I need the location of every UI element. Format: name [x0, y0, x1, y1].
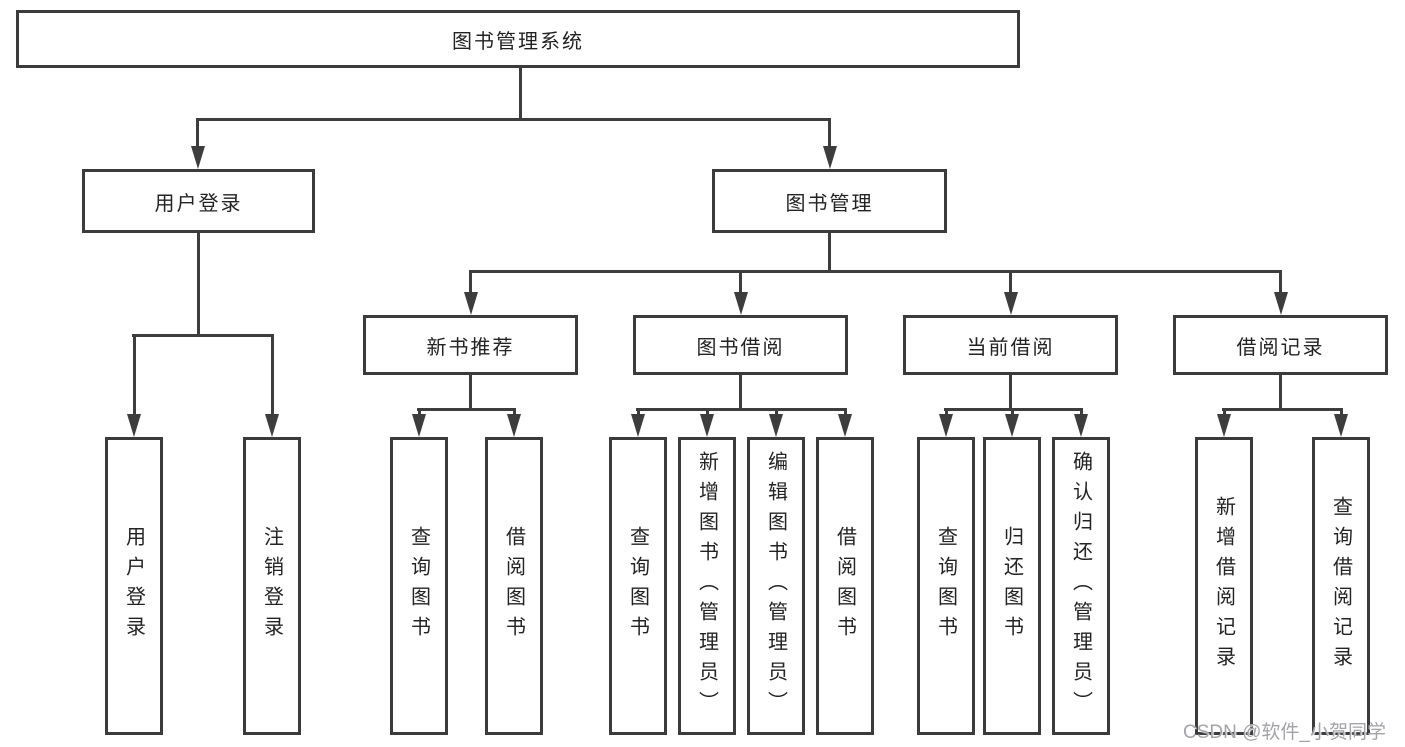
leaf-add-borrow-record: 新增借阅记录 — [1195, 437, 1253, 735]
arrow-down-icon — [464, 292, 478, 315]
connector-root-stem — [519, 66, 522, 120]
leaf-logout: 注销登录 — [243, 437, 301, 735]
arrow-down-icon — [1074, 414, 1088, 437]
arrow-down-icon — [939, 414, 953, 437]
arrow-down-icon — [191, 146, 205, 169]
connector-drop-module — [739, 270, 742, 296]
connector-drop-leaf — [1223, 408, 1226, 418]
leaf-add-book-admin: 新增图书（管理员） — [678, 437, 736, 735]
connector-leaf-rail — [636, 408, 847, 411]
connector-drop-leaf — [637, 408, 640, 418]
leaf-query-books: 查询图书 — [390, 437, 448, 735]
connector-drop-leaf — [418, 408, 421, 418]
arrow-down-icon — [127, 414, 141, 437]
leaf-label: 借阅图书 — [502, 526, 525, 646]
connector-level3-rail — [469, 270, 1282, 273]
connector-drop-leaf — [1340, 408, 1343, 418]
connector-level2-rail — [196, 118, 831, 121]
node-current-borrowing: 当前借阅 — [903, 315, 1118, 375]
leaf-query-books: 查询图书 — [917, 437, 975, 735]
node-user-login: 用户登录 — [82, 169, 315, 233]
leaf-label: 查询图书 — [407, 526, 430, 646]
leaf-edit-book-admin: 编辑图书（管理员） — [747, 437, 805, 735]
arrow-down-icon — [1334, 414, 1348, 437]
leaf-label: 新增图书（管理员） — [695, 451, 718, 721]
connector-leaf-rail — [417, 408, 516, 411]
leaf-label: 查询借阅记录 — [1329, 496, 1352, 676]
leaf-label: 查询图书 — [934, 526, 957, 646]
connector-module-stem — [469, 375, 472, 411]
connector-drop-module — [469, 270, 472, 296]
connector-drop-leaf — [271, 334, 274, 416]
leaf-label: 新增借阅记录 — [1212, 496, 1235, 676]
arrow-down-icon — [1217, 414, 1231, 437]
connector-drop-leaf — [775, 408, 778, 418]
leaf-user-login: 用户登录 — [105, 437, 163, 735]
arrow-down-icon — [412, 414, 426, 437]
connector-drop-module — [1279, 270, 1282, 296]
arrow-down-icon — [823, 146, 837, 169]
leaf-confirm-return-admin: 确认归还（管理员） — [1052, 437, 1110, 735]
node-book-borrowing: 图书借阅 — [633, 315, 848, 375]
node-book-management: 图书管理 — [712, 169, 947, 233]
connector-drop-user-login — [196, 118, 199, 148]
connector-drop-leaf — [844, 408, 847, 418]
connector-drop-leaf — [133, 334, 136, 416]
connector-module-stem — [739, 375, 742, 411]
connector-drop-leaf — [945, 408, 948, 418]
arrow-down-icon — [734, 292, 748, 315]
leaf-label: 借阅图书 — [833, 526, 856, 646]
connector-book-management-stem — [828, 233, 831, 273]
leaf-label: 注销登录 — [260, 526, 283, 646]
node-borrowing-records: 借阅记录 — [1173, 315, 1388, 375]
node-new-book-recommendation: 新书推荐 — [363, 315, 578, 375]
arrow-down-icon — [265, 414, 279, 437]
leaf-return-books: 归还图书 — [983, 437, 1041, 735]
connector-user-login-rail — [132, 334, 274, 337]
arrow-down-icon — [700, 414, 714, 437]
leaf-label: 确认归还（管理员） — [1069, 451, 1092, 721]
connector-module-stem — [1279, 375, 1282, 411]
arrow-down-icon — [1005, 414, 1019, 437]
leaf-label: 查询图书 — [626, 526, 649, 646]
connector-drop-module — [1009, 270, 1012, 296]
connector-drop-leaf — [706, 408, 709, 418]
leaf-query-books: 查询图书 — [609, 437, 667, 735]
leaf-borrow-books: 借阅图书 — [485, 437, 543, 735]
connector-module-stem — [1009, 375, 1012, 411]
arrow-down-icon — [1274, 292, 1288, 315]
arrow-down-icon — [1004, 292, 1018, 315]
arrow-down-icon — [507, 414, 521, 437]
connector-drop-leaf — [1080, 408, 1083, 418]
connector-drop-leaf — [1011, 408, 1014, 418]
leaf-label: 归还图书 — [1000, 526, 1023, 646]
arrow-down-icon — [631, 414, 645, 437]
leaf-label: 编辑图书（管理员） — [764, 451, 787, 721]
leaf-query-borrow-record: 查询借阅记录 — [1312, 437, 1370, 735]
csdn-watermark: CSDN @软件_小贺同学 — [1183, 722, 1386, 743]
connector-leaf-rail — [1222, 408, 1343, 411]
leaf-borrow-books: 借阅图书 — [816, 437, 874, 735]
connector-user-login-stem — [197, 233, 200, 336]
leaf-label: 用户登录 — [122, 526, 145, 646]
arrow-down-icon — [838, 414, 852, 437]
node-library-management-system: 图书管理系统 — [16, 10, 1020, 68]
connector-drop-leaf — [513, 408, 516, 418]
arrow-down-icon — [769, 414, 783, 437]
connector-drop-book-management — [828, 118, 831, 148]
